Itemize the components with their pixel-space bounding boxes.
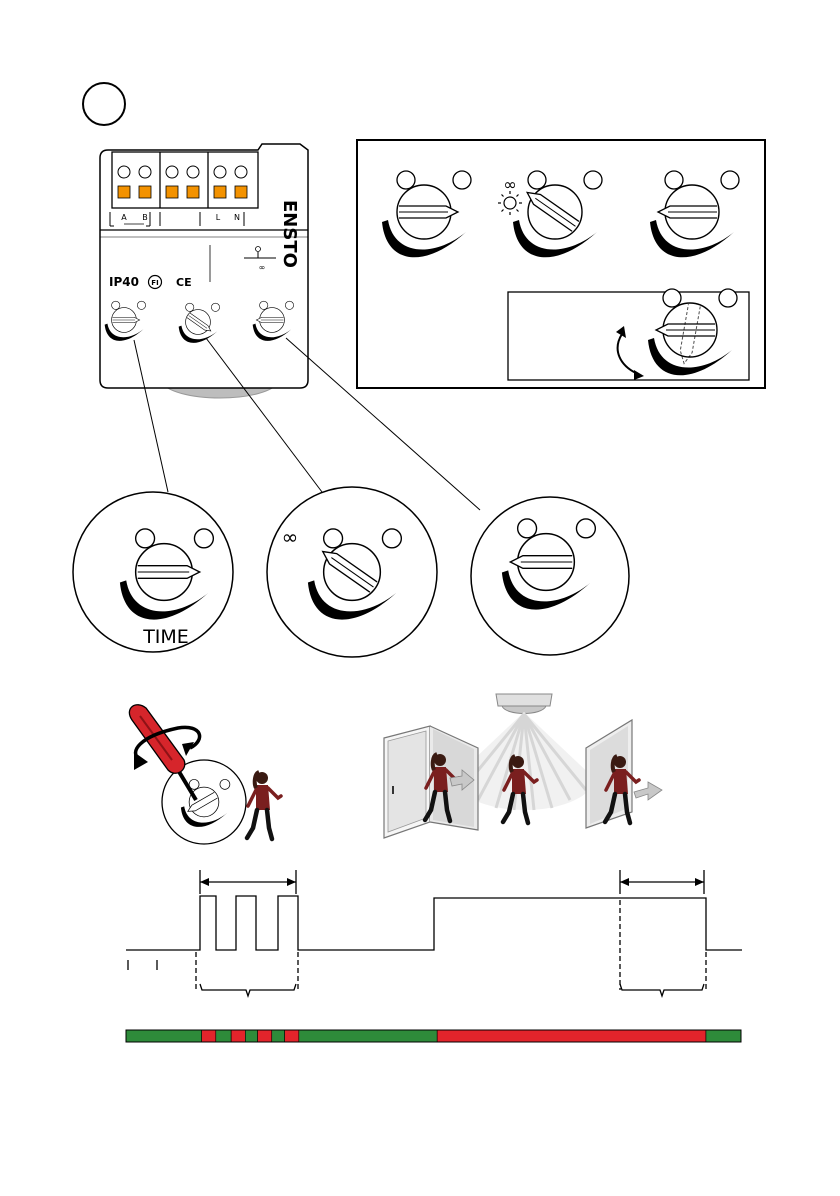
zoom-circle-lux: ∞ bbox=[267, 487, 437, 657]
status-segment-green bbox=[126, 1030, 202, 1042]
terminal-label-l: L bbox=[216, 213, 221, 222]
fi-mark-label: FI bbox=[151, 279, 158, 287]
timing-waveform bbox=[126, 870, 742, 996]
walking-person-icon bbox=[247, 772, 281, 839]
time-label: TIME bbox=[142, 626, 189, 648]
screwdriver-adjust-illustration bbox=[129, 705, 281, 844]
zoom-circle-mode bbox=[471, 497, 629, 655]
ip-rating-label: IP40 bbox=[109, 275, 139, 289]
terminal-label-a: A bbox=[121, 213, 127, 222]
detection-room-illustration bbox=[384, 694, 662, 838]
device-infinity-label: ∞ bbox=[259, 263, 266, 272]
status-segment-red bbox=[437, 1030, 706, 1042]
ce-mark-label: CE bbox=[176, 276, 192, 289]
status-segment-green bbox=[299, 1030, 437, 1042]
sensor-device: A B L N ENSTO ∞ IP40 FI CE bbox=[100, 144, 308, 398]
light-status-bar bbox=[126, 1030, 741, 1042]
status-segment-green bbox=[272, 1030, 285, 1042]
brand-logo: ENSTO bbox=[279, 200, 300, 268]
settings-panel: ∞ bbox=[357, 140, 765, 388]
terminal-label-b: B bbox=[142, 213, 148, 222]
status-segment-green bbox=[706, 1030, 741, 1042]
status-segment-red bbox=[285, 1030, 299, 1042]
exit-arrow-icon bbox=[634, 782, 662, 800]
status-segment-green bbox=[245, 1030, 257, 1042]
ceiling-sensor-icon bbox=[496, 694, 552, 714]
terminal-label-n: N bbox=[234, 213, 240, 222]
zoom-circle-time: TIME bbox=[73, 492, 233, 652]
status-segment-red bbox=[202, 1030, 216, 1042]
lux-infinity-label: ∞ bbox=[282, 525, 299, 549]
status-segment-red bbox=[231, 1030, 245, 1042]
status-segment-red bbox=[258, 1030, 272, 1042]
status-segment-green bbox=[216, 1030, 231, 1042]
step-number-circle bbox=[83, 83, 125, 125]
